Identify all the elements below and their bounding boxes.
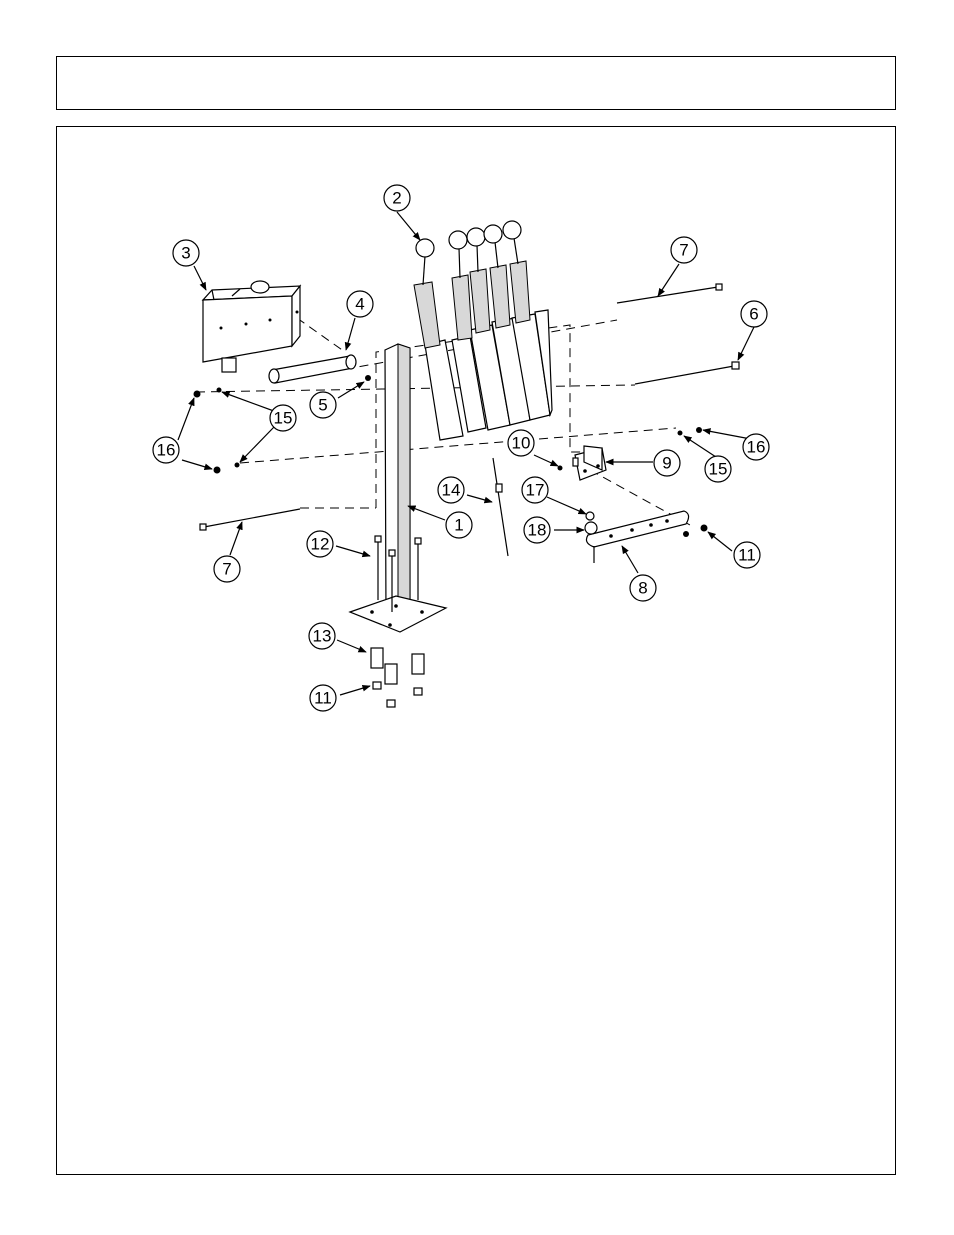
callout-14: 14	[438, 477, 464, 503]
svg-text:1: 1	[454, 516, 463, 535]
mount-bracket	[575, 446, 606, 480]
callout-11-left: 11	[310, 685, 336, 711]
svg-text:13: 13	[313, 627, 332, 646]
callout-7-upper: 7	[671, 237, 697, 263]
svg-text:16: 16	[747, 438, 766, 457]
svg-text:15: 15	[709, 460, 728, 479]
callout-9: 9	[654, 450, 680, 476]
callout-15-right: 15	[705, 456, 731, 482]
svg-text:12: 12	[311, 535, 330, 554]
svg-text:4: 4	[355, 295, 364, 314]
callout-3: 3	[173, 240, 199, 266]
svg-text:18: 18	[528, 521, 547, 540]
linkage-rod	[493, 458, 508, 556]
callout-6: 6	[741, 301, 767, 327]
svg-text:10: 10	[512, 434, 531, 453]
callout-2: 2	[384, 185, 410, 211]
svg-text:6: 6	[749, 305, 758, 324]
callout-13: 13	[309, 623, 335, 649]
callout-7-lower: 7	[214, 556, 240, 582]
svg-text:7: 7	[679, 241, 688, 260]
svg-text:11: 11	[314, 689, 332, 708]
svg-text:11: 11	[738, 546, 756, 565]
svg-text:17: 17	[526, 481, 545, 500]
svg-text:16: 16	[157, 441, 176, 460]
callout-16-right: 16	[743, 434, 769, 460]
svg-text:8: 8	[638, 579, 647, 598]
valve-box	[203, 281, 300, 372]
callout-17: 17	[522, 477, 548, 503]
svg-text:5: 5	[318, 396, 327, 415]
svg-text:2: 2	[392, 189, 401, 208]
svg-text:15: 15	[274, 409, 293, 428]
callout-18: 18	[524, 517, 550, 543]
callout-8: 8	[630, 575, 656, 601]
svg-text:14: 14	[442, 481, 461, 500]
callout-12: 12	[307, 531, 333, 557]
callout-11-right: 11	[734, 542, 760, 568]
valve-bank	[414, 221, 552, 440]
svg-text:3: 3	[181, 244, 190, 263]
callout-10: 10	[508, 430, 534, 456]
link-arm	[586, 511, 688, 563]
bracket-tube	[269, 355, 356, 383]
callout-16-left: 16	[153, 437, 179, 463]
callout-4: 4	[347, 291, 373, 317]
callout-5: 5	[310, 392, 336, 418]
long-bolt	[635, 362, 739, 384]
lower-tie-rod	[200, 509, 300, 530]
svg-text:9: 9	[662, 454, 671, 473]
svg-text:7: 7	[222, 560, 231, 579]
upper-tie-rod	[617, 284, 722, 303]
callout-1: 1	[446, 512, 472, 538]
callout-15-left: 15	[270, 405, 296, 431]
